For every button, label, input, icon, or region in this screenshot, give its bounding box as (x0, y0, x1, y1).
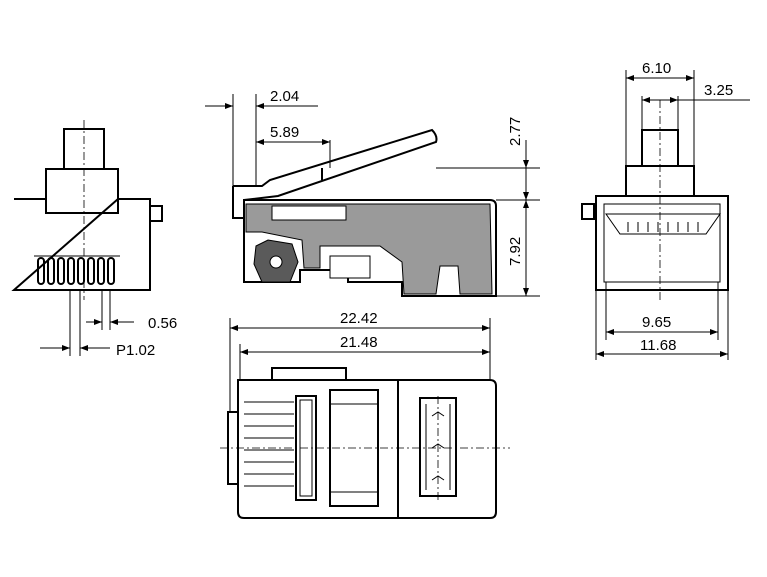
front-pitch-label: P1.02 (116, 342, 155, 359)
front-side-nub (149, 205, 163, 222)
top-total-length-label: 22.42 (340, 310, 378, 327)
rear-outer-width-label: 11.68 (640, 337, 676, 354)
top-latch-tab (271, 367, 347, 381)
rear-side-nub (581, 203, 595, 220)
side-window (271, 205, 347, 221)
rear-tab-width-label: 3.25 (704, 82, 733, 99)
top-view: 22.42 21.48 (220, 310, 510, 519)
rear-contact-grid (627, 222, 699, 232)
front-latch-step (45, 168, 119, 214)
side-latch-height-label: 2.77 (507, 117, 524, 146)
front-view: 0.56 P1.02 (11, 120, 177, 359)
front-pin-width-label: 0.56 (148, 315, 177, 332)
side-view: 2.04 5.89 2.77 7.92 (205, 88, 540, 297)
side-latch-arm (233, 128, 438, 201)
rear-inner-width-label: 9.65 (642, 314, 671, 331)
top-body (237, 379, 497, 519)
side-housing-section (245, 203, 493, 295)
rear-top-width-label: 6.10 (642, 60, 671, 77)
rear-view: 6.10 3.25 9.65 11.68 (581, 60, 750, 360)
top-contacts (244, 401, 294, 487)
side-body-height-label: 7.92 (507, 237, 524, 266)
side-latch-length-label: 5.89 (270, 124, 299, 141)
front-contact-slots (34, 255, 120, 285)
side-latch-offset-label: 2.04 (270, 88, 299, 105)
rear-body (595, 195, 729, 291)
top-center-window (329, 389, 379, 507)
top-body-length-label: 21.48 (340, 334, 378, 351)
